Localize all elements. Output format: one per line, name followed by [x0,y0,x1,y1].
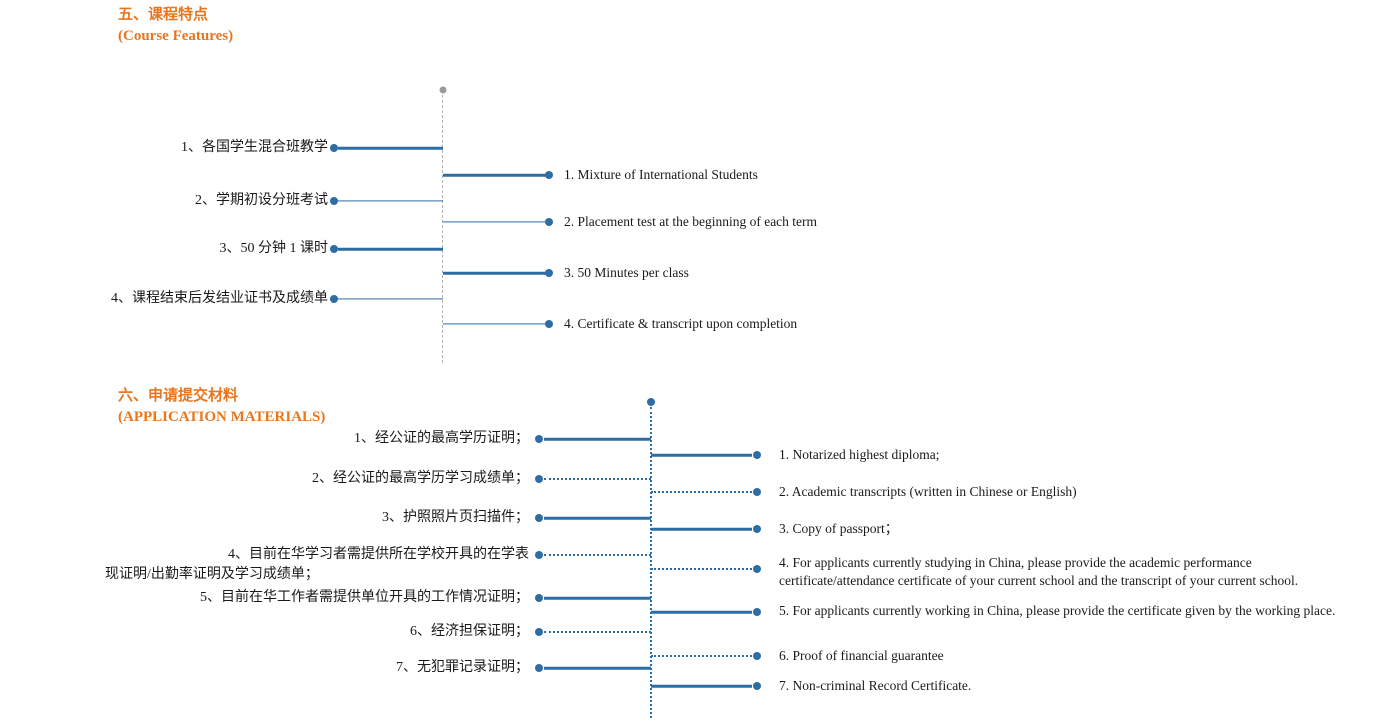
section2-title-zh: 六、申请提交材料 [118,388,239,404]
s2-right-6-line [651,655,752,657]
s2-right-7-label: 7. Non-criminal Record Certificate. [779,678,972,693]
s1-right-1-line [443,173,546,177]
s2-left-3-line [544,516,651,520]
s2-left-2-label: 2、经公证的最高学历学习成绩单； [312,471,529,486]
s2-right-7-line [651,684,752,688]
s2-left-7-dot [535,664,543,672]
section1-title-zh: 五、课程特点 [118,7,209,23]
s1-right-4-dot [545,320,553,328]
s1-left-3-dot [330,245,338,253]
s1-left-1-label: 1、各国学生混合班教学 [181,140,328,155]
s1-left-4-dot [330,295,338,303]
s1-right-3-line [443,271,546,275]
s1-left-4-label: 4、课程结束后发结业证书及成绩单 [111,291,328,306]
s2-left-7-label: 7、无犯罪记录证明； [396,660,529,675]
s2-left-6-line [544,631,651,633]
section1-heading: 五、课程特点 (Course Features) [118,5,233,47]
s1-right-1-dot [545,171,553,179]
s2-right-6-dot [753,652,761,660]
s1-left-4-line [338,298,443,300]
s2-right-4-label: 4. For applicants currently studying in … [779,555,1299,588]
s2-left-2-line [544,478,651,480]
s2-left-1-line [544,437,651,441]
s2-left-7-line [544,666,651,670]
s2-left-4-label-line2: 现证明/出勤率证明及学习成绩单； [105,567,319,582]
s2-left-5-dot [535,594,543,602]
s2-right-2-line [651,491,752,493]
s2-right-4-dot [753,565,761,573]
s2-right-3-dot [753,525,761,533]
s2-left-5-line [544,596,651,600]
s1-right-3-label: 3. 50 Minutes per class [564,265,689,280]
s1-right-2-line [443,221,546,223]
s1-left-1-dot [330,144,338,152]
s2-left-6-dot [535,628,543,636]
timeline2-axis [650,407,652,718]
s2-left-3-dot [535,514,543,522]
s1-right-2-dot [545,218,553,226]
s2-left-6-label: 6、经济担保证明； [410,624,529,639]
s2-right-2-dot [753,488,761,496]
s1-right-4-label: 4. Certificate & transcript upon complet… [564,316,798,331]
s2-right-6-label: 6. Proof of financial guarantee [779,648,944,663]
s2-left-4-dot [535,551,543,559]
s1-left-3-label: 3、50 分钟 1 课时 [219,241,329,256]
s2-left-2-dot [535,475,543,483]
timeline1-axis [442,95,443,363]
s2-left-1-dot [535,435,543,443]
timeline2-start-dot [647,398,655,406]
s2-right-3-label: 3. Copy of passport； [779,521,899,536]
section1-title-en: (Course Features) [118,28,234,44]
s1-left-1-line [338,146,443,150]
s2-right-3-line [651,527,752,531]
s1-right-3-dot [545,269,553,277]
timeline1-start-dot [439,86,447,94]
s1-left-2-line [338,200,443,202]
s2-left-4-line [544,554,651,556]
s2-right-5-label: 5. For applicants currently working in C… [779,603,1336,618]
s2-right-5-line [651,610,752,614]
s2-left-5-label: 5、目前在华工作者需提供单位开具的工作情况证明； [200,590,529,605]
s2-right-1-line [651,453,752,457]
s2-left-3-label: 3、护照照片页扫描件； [382,510,529,525]
s1-left-2-label: 2、学期初设分班考试 [195,193,328,208]
section2-title-en: (APPLICATION MATERIALS) [118,409,326,425]
s2-left-4-label-line1: 4、目前在华学习者需提供所在学校开具的在学表 [228,547,529,562]
s1-right-2-label: 2. Placement test at the beginning of ea… [564,214,818,229]
s2-left-1-label: 1、经公证的最高学历证明； [354,431,529,446]
s1-right-4-line [443,323,546,325]
s2-right-4-line [651,568,752,570]
s2-right-2-label: 2. Academic transcripts (written in Chin… [779,484,1077,499]
section2-heading: 六、申请提交材料 (APPLICATION MATERIALS) [118,386,325,428]
s2-right-5-dot [753,608,761,616]
s2-right-7-dot [753,682,761,690]
s2-right-1-dot [753,451,761,459]
s2-right-1-label: 1. Notarized highest diploma; [779,447,940,462]
s1-left-2-dot [330,197,338,205]
s1-left-3-line [338,247,443,251]
s1-right-1-label: 1. Mixture of International Students [564,167,758,182]
